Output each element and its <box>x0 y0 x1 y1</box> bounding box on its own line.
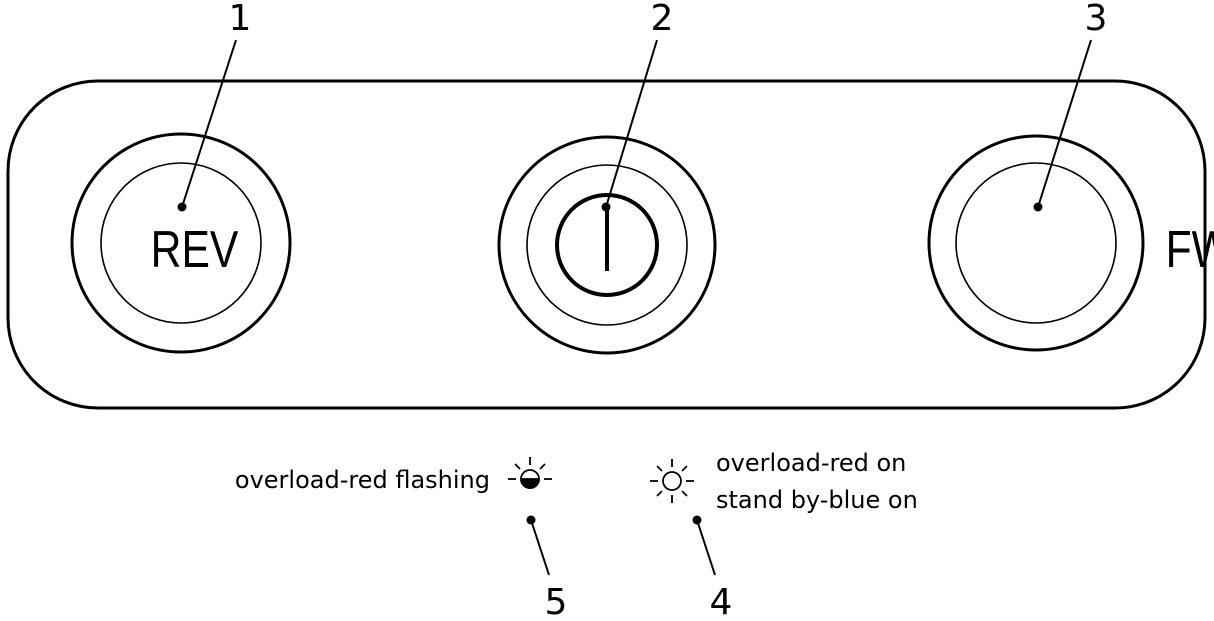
callout-1: 1 <box>177 0 252 212</box>
indicator-overload-flashing: overload-red flashing 5 <box>235 457 568 621</box>
callout-dot-3 <box>1033 202 1043 212</box>
rev-button-outer-ring <box>70 132 292 354</box>
indicator-5-label: overload-red flashing <box>235 466 490 494</box>
callout-leader-1 <box>181 39 237 208</box>
fwd-button-inner-ring <box>955 162 1117 324</box>
callout-leader-4 <box>696 519 716 576</box>
rev-button-inner-ring <box>100 162 262 324</box>
power-icon <box>555 193 659 297</box>
callout-number-4: 4 <box>710 582 733 621</box>
indicator-4-label-line-1: overload-red on <box>716 449 906 477</box>
callout-leader-5 <box>530 519 550 576</box>
callout-number-5: 5 <box>545 582 568 621</box>
indicator-overload-standby-on: overload-red on stand by-blue on 4 <box>650 449 918 621</box>
control-panel-housing <box>6 79 1207 410</box>
callout-dot-2 <box>601 202 611 212</box>
callout-number-2: 2 <box>651 0 674 39</box>
power-button[interactable] <box>497 135 717 355</box>
callout-2: 2 <box>601 0 674 212</box>
callout-number-3: 3 <box>1085 0 1108 39</box>
fwd-button[interactable]: FWD <box>927 134 1214 352</box>
half-filled-light-icon <box>508 457 552 489</box>
callout-number-1: 1 <box>229 0 252 39</box>
callout-dot-1 <box>177 202 187 212</box>
callout-3: 3 <box>1033 0 1108 212</box>
power-button-inner-ring <box>526 164 688 326</box>
light-on-icon <box>650 459 694 503</box>
fwd-button-outer-ring <box>927 134 1145 352</box>
callout-leader-2 <box>605 39 658 208</box>
indicator-4-label-line-2: stand by-blue on <box>716 486 918 514</box>
rev-button[interactable]: REV <box>70 132 292 354</box>
rev-button-label: REV <box>151 221 239 279</box>
fwd-button-label: FWD <box>1166 221 1214 279</box>
callout-leader-3 <box>1037 39 1092 208</box>
